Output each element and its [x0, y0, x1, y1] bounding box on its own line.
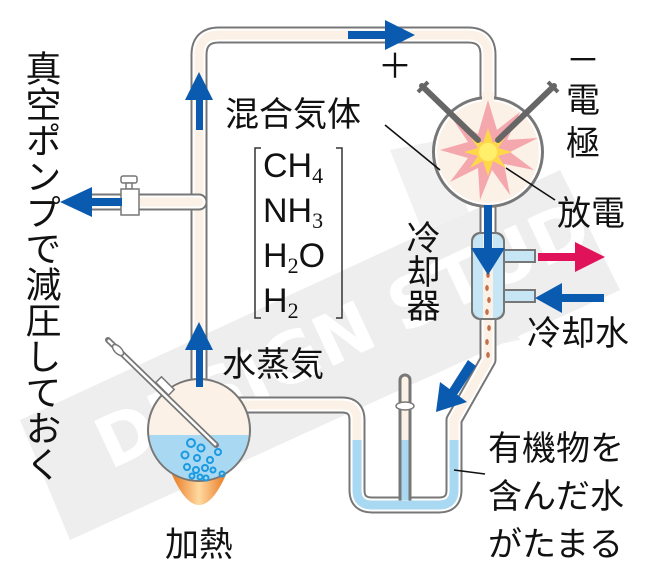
label-condenser: 冷却器: [400, 220, 440, 322]
arrow-down-condenser: [471, 205, 505, 275]
electrode-plus: [419, 83, 481, 143]
vacuum-valve: [120, 175, 140, 216]
label-result-2: 含んだ水: [488, 477, 624, 517]
bubbles: [180, 438, 226, 482]
flow-arrows: [60, 20, 604, 412]
arrow-up-steam: [185, 322, 213, 387]
arrow-down-left-utube: [436, 360, 476, 412]
electrode-minus: [495, 83, 557, 143]
gas-h2: H2: [263, 282, 299, 323]
u-tube-stopcock: [395, 401, 415, 411]
arrow-up-top: [185, 72, 213, 130]
label-water-vapor: 水蒸気: [222, 345, 324, 385]
leader-lines: [384, 124, 556, 475]
label-heating: 加熱: [165, 525, 233, 565]
arrow-left-vacuum: [60, 187, 122, 217]
label-plus: ＋: [378, 47, 412, 87]
arrow-cooling-out: [538, 242, 605, 272]
gas-ch4: CH4: [263, 147, 323, 188]
label-result-3: がたまる: [488, 525, 623, 565]
spark-flask: [416, 80, 560, 208]
gas-nh3: NH3: [263, 192, 323, 233]
label-minus: －: [566, 41, 600, 81]
gas-list: CH4 NH3 H2O H2: [254, 147, 343, 323]
label-electrode-2: 極: [566, 124, 600, 164]
arrow-right-top: [348, 20, 415, 50]
label-discharge: 放電: [557, 194, 625, 234]
label-result-1: 有機物を: [488, 429, 624, 469]
label-mixed-gas: 混合気体: [225, 95, 361, 135]
collected-water: [352, 440, 459, 510]
arrow-cooling-in: [535, 283, 604, 313]
gas-h2o: H2O: [263, 237, 325, 278]
label-electrode-1: 電: [566, 81, 600, 121]
label-cooling-water: 冷却水: [527, 314, 629, 354]
label-vacuum-pump: 真空ポンプで減圧しておく: [20, 50, 61, 482]
